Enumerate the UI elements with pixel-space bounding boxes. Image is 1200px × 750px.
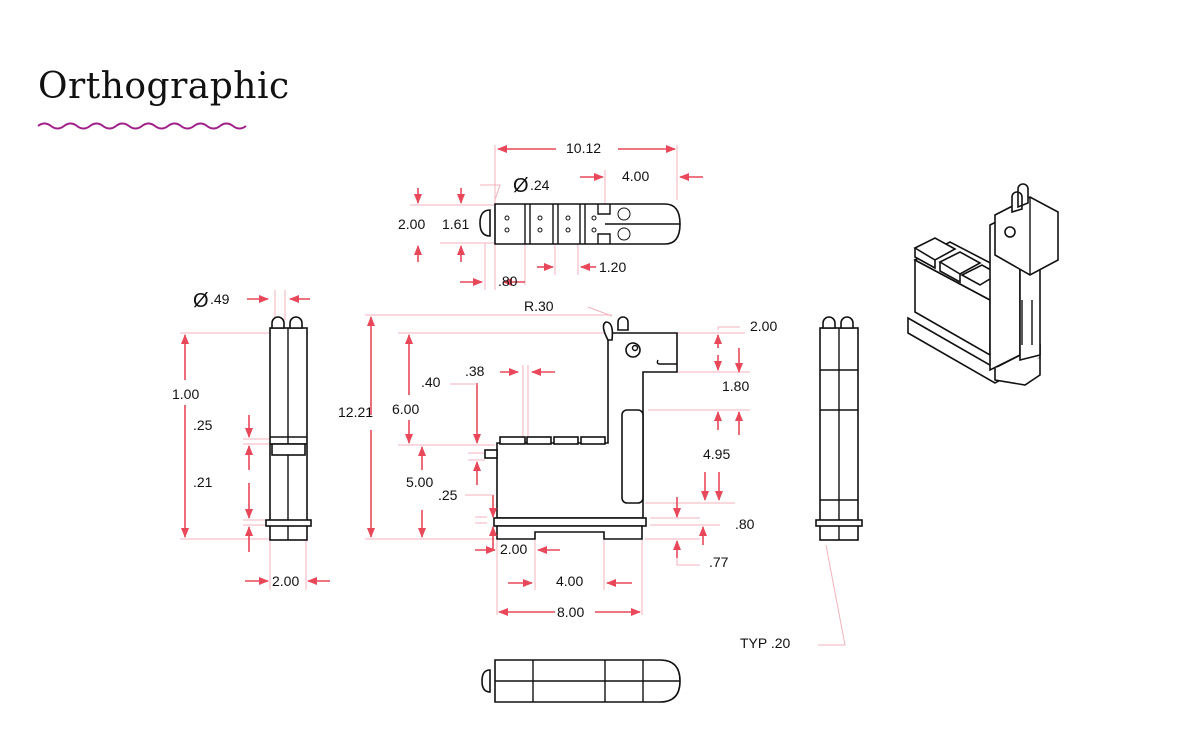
dim-hole-diameter: .24 [530,177,550,193]
dim-height: 1.00 [172,386,199,402]
front-view: R.30 12.21 6.00 5.00 .40 .38 .25 2.00 1.… [338,298,777,620]
dim-radius: R.30 [524,298,554,314]
title-wave [37,122,247,130]
top-view: 10.12 Ø .24 4.00 2.00 1.61 .80 1.20 [398,140,703,290]
dim-width: 2.00 [272,573,299,589]
dim-overall-length: 10.12 [566,140,601,156]
isometric-view [907,183,1059,386]
dim-step: 2.00 [500,541,527,557]
dim-upper-height: 6.00 [392,401,419,417]
diameter-icon: Ø [193,290,209,312]
note-typical: TYP .20 [740,635,791,651]
dim-panel: 4.95 [703,446,730,462]
dim-head-height: 2.00 [750,318,777,334]
dim-gap: .40 [421,374,441,390]
bottom-view [481,659,681,703]
dim-a: .25 [193,417,213,433]
left-view: Ø .49 1.00 .25 .21 2.00 [172,290,330,590]
dim-slot: .80 [498,273,518,289]
dim-base: .80 [735,516,755,532]
dim-block: .38 [465,363,485,379]
dim-plate: .25 [438,487,458,503]
dim-pin-diameter: .49 [210,291,230,307]
dim-notch: 4.00 [556,573,583,589]
dim-neck: 1.80 [722,378,749,394]
dim-inner-width: 1.61 [442,216,469,232]
dim-width: 8.00 [557,604,584,620]
dim-total-height: 12.21 [338,404,373,420]
dim-pitch: 1.20 [599,259,626,275]
right-view: TYP .20 [740,316,863,651]
diameter-icon: Ø [513,175,529,197]
dim-foot: .77 [709,554,729,570]
dim-b: .21 [193,474,213,490]
dim-head-length: 4.00 [622,168,649,184]
page-title: Orthographic [38,66,290,107]
dim-width: 2.00 [398,216,425,232]
dim-lower-height: 5.00 [406,474,433,490]
